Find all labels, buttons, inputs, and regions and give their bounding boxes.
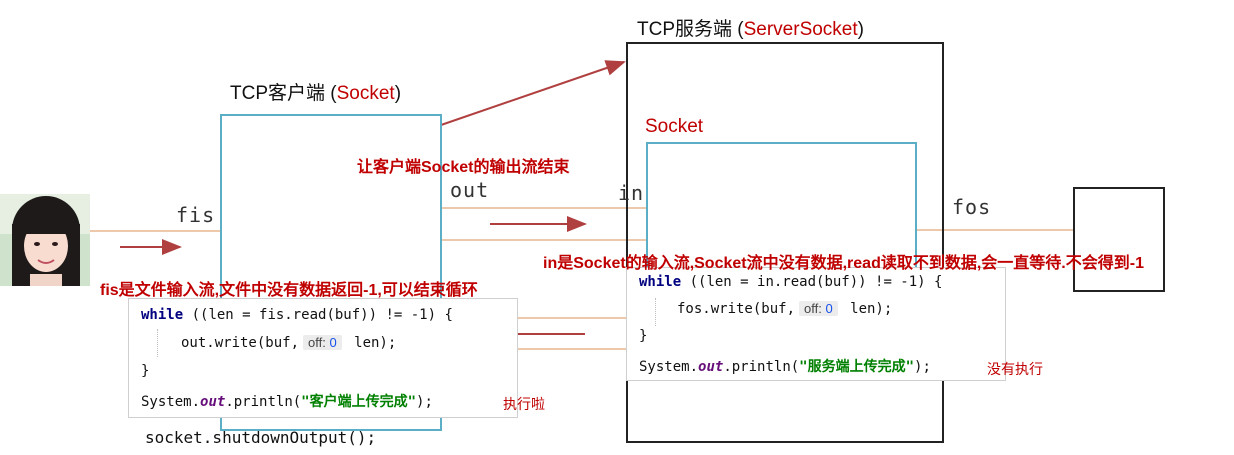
server-socket-label: Socket bbox=[645, 116, 704, 137]
server-box bbox=[626, 42, 944, 443]
client-title-highlight: Socket bbox=[336, 83, 395, 104]
server-title-suffix: ) bbox=[857, 19, 864, 40]
executed-note: 执行啦 bbox=[503, 396, 545, 412]
in-label: in bbox=[618, 181, 645, 205]
fos-label: fos bbox=[952, 195, 992, 219]
param-hint: off: 0 bbox=[303, 335, 342, 350]
client-code-line-4: System.out.println("客户端上传完成"); bbox=[141, 394, 433, 410]
client-code-line-1: while ((len = fis.read(buf)) != -1) { bbox=[141, 307, 453, 323]
client-code-line-2: out.write(buf,off: 0 len); bbox=[181, 335, 397, 351]
server-in-note: in是Socket的输入流,Socket流中没有数据,read读取不到数据,会一… bbox=[543, 255, 1144, 272]
connection-arrow bbox=[440, 60, 626, 126]
client-socket-box bbox=[220, 114, 442, 431]
client-code-line-3: } bbox=[141, 363, 150, 379]
not-executed-note: 没有执行 bbox=[987, 361, 1043, 377]
client-title: TCP客户端 (Socket) bbox=[230, 78, 401, 105]
client-shutdown-note: 让客户端Socket的输出流结束 bbox=[357, 159, 570, 176]
client-title-suffix: ) bbox=[394, 83, 402, 104]
client-code-block: while ((len = fis.read(buf)) != -1) { ou… bbox=[128, 298, 518, 418]
out-label: out bbox=[450, 178, 490, 202]
client-fis-note: fis是文件输入流,文件中没有数据返回-1,可以结束循环 bbox=[100, 282, 478, 299]
shutdown-code: socket.shutdownOutput(); bbox=[145, 428, 377, 447]
server-code-line-1: while ((len = in.read(buf)) != -1) { bbox=[639, 274, 943, 290]
fis-label: fis bbox=[176, 203, 216, 227]
param-hint: off: 0 bbox=[799, 301, 838, 316]
server-code-line-3: } bbox=[639, 328, 648, 344]
file-box bbox=[1073, 187, 1165, 292]
server-title-prefix: TCP服务端 ( bbox=[637, 19, 744, 40]
server-code-line-4: System.out.println("服务端上传完成"); bbox=[639, 359, 931, 375]
avatar bbox=[0, 194, 90, 286]
server-code-block: while ((len = in.read(buf)) != -1) { fos… bbox=[626, 267, 1006, 381]
client-title-prefix: TCP客户端 ( bbox=[230, 83, 337, 104]
server-code-line-2: fos.write(buf,off: 0 len); bbox=[677, 301, 893, 317]
server-title: TCP服务端 (ServerSocket) bbox=[637, 14, 864, 41]
avatar-image bbox=[0, 194, 90, 286]
server-title-highlight: ServerSocket bbox=[743, 19, 858, 40]
